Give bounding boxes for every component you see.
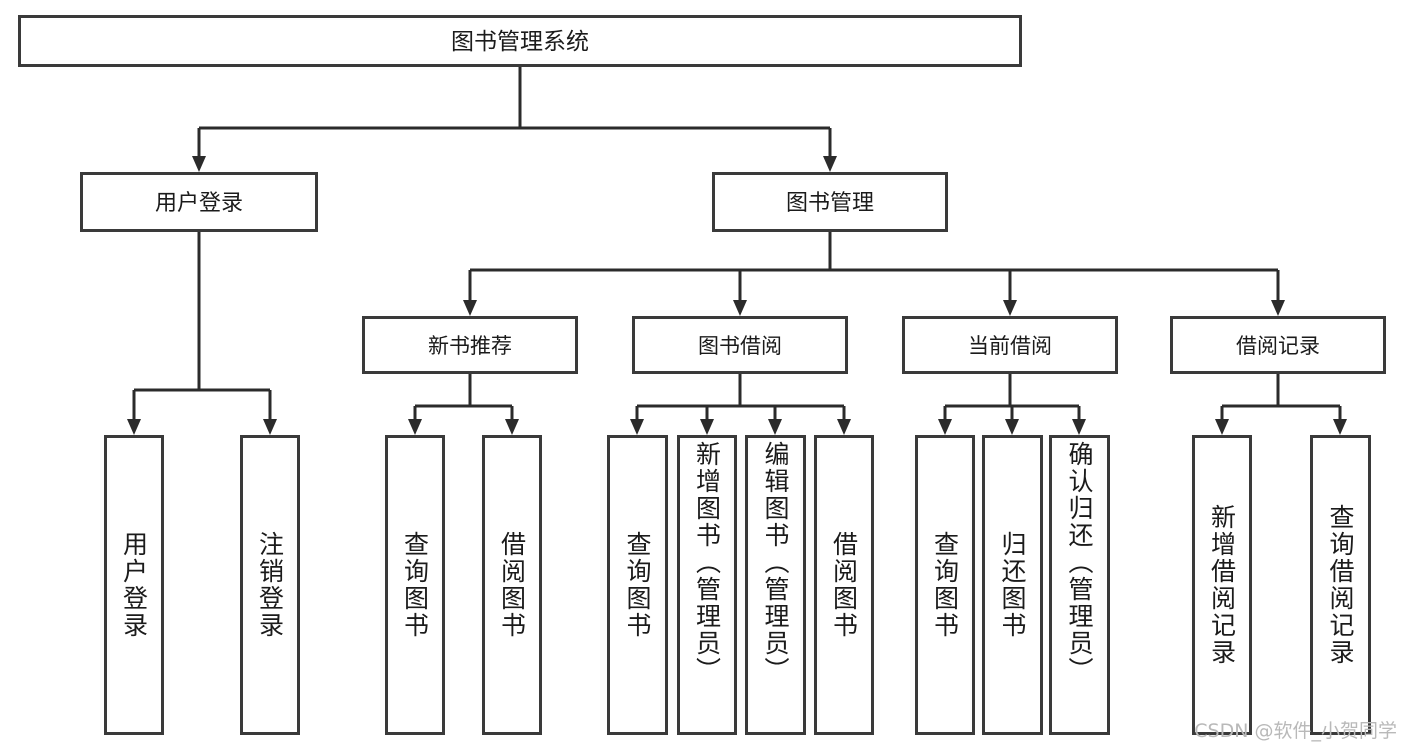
arrow-head-icon — [1215, 419, 1229, 435]
node-book-borrow-label: 图书借阅 — [698, 334, 782, 358]
leaf-leaf-add-borrow-record — [1192, 435, 1252, 735]
arrow-head-icon — [1072, 419, 1086, 435]
leaf-leaf-return-book — [982, 435, 1043, 735]
leaf-leaf-borrow-book-1 — [482, 435, 542, 735]
arrow-head-icon — [127, 419, 141, 435]
connector-root-to-level1 — [192, 67, 837, 172]
node-current-borrow-label: 当前借阅 — [968, 334, 1052, 358]
connector-borrowrecord-to-leaves — [1215, 374, 1347, 435]
arrow-head-icon — [700, 419, 714, 435]
arrow-head-icon — [630, 419, 644, 435]
connector-bookmanage-to-level2 — [463, 232, 1285, 316]
connector-currentborrow-to-leaves — [938, 374, 1086, 435]
node-book-manage-label: 图书管理 — [786, 191, 874, 216]
arrow-head-icon — [505, 419, 519, 435]
arrow-head-icon — [1271, 300, 1285, 316]
node-user-login-label: 用户登录 — [155, 191, 243, 216]
leaf-leaf-query-book-1 — [385, 435, 445, 735]
leaf-leaf-query-borrow-record — [1310, 435, 1371, 735]
node-current-borrow — [902, 316, 1118, 374]
leaf-leaf-query-book-3 — [915, 435, 975, 735]
node-new-book-recommend-label: 新书推荐 — [428, 334, 512, 358]
arrow-head-icon — [938, 419, 952, 435]
leaf-leaf-add-book-admin — [677, 435, 737, 735]
connectors-layer — [127, 67, 1347, 435]
node-root-label: 图书管理系统 — [451, 29, 589, 55]
arrow-head-icon — [733, 300, 747, 316]
arrow-head-icon — [837, 419, 851, 435]
connector-newbook-to-leaves — [408, 374, 519, 435]
arrow-head-icon — [263, 419, 277, 435]
arrow-head-icon — [463, 300, 477, 316]
arrow-head-icon — [768, 419, 782, 435]
node-borrow-record — [1170, 316, 1386, 374]
arrow-head-icon — [1003, 300, 1017, 316]
connector-userlogin-to-leaves — [127, 232, 277, 435]
leaf-leaf-user-login — [104, 435, 164, 735]
leaf-leaf-edit-book-admin — [745, 435, 806, 735]
arrow-head-icon — [1333, 419, 1347, 435]
node-root — [18, 15, 1022, 67]
arrow-head-icon — [823, 156, 837, 172]
leaf-leaf-borrow-book-2 — [814, 435, 874, 735]
node-borrow-record-label: 借阅记录 — [1236, 334, 1320, 358]
arrow-head-icon — [408, 419, 422, 435]
watermark-text: CSDN @软件_小贺同学 — [1194, 720, 1397, 742]
node-user-login — [80, 172, 318, 232]
boxes-layer — [18, 15, 1386, 735]
connector-bookborrow-to-leaves — [630, 374, 851, 435]
node-book-manage — [712, 172, 948, 232]
leaf-leaf-query-book-2 — [607, 435, 668, 735]
node-book-borrow — [632, 316, 848, 374]
leaf-leaf-logout-login — [240, 435, 300, 735]
leaf-leaf-confirm-return-admin — [1049, 435, 1110, 735]
node-new-book-recommend — [362, 316, 578, 374]
arrow-head-icon — [192, 156, 206, 172]
arrow-head-icon — [1005, 419, 1019, 435]
